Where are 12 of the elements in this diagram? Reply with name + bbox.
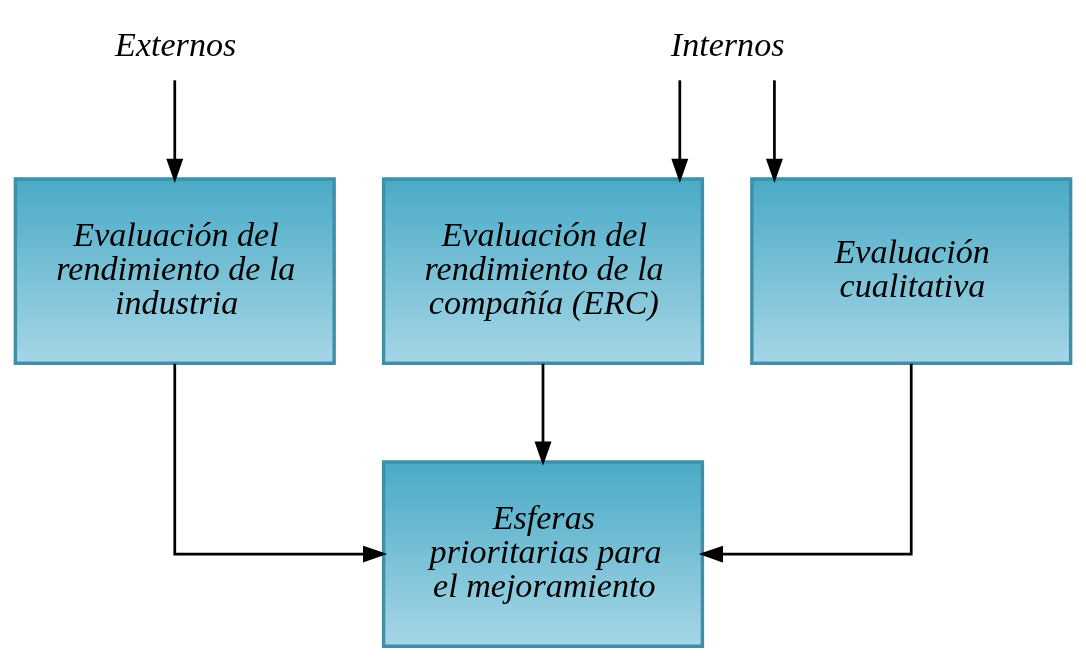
arrow [765,79,783,183]
arrow [671,79,689,183]
node-box: Evaluación cualitativa [750,176,1073,365]
arrow [698,363,913,563]
arrow [166,79,184,183]
node-text: Externos [115,25,237,63]
node-box: Evaluación del rendimiento de la compañía (ERC) [381,176,705,365]
node-box: Evaluación del rendimiento de la industria [13,176,336,365]
arrow [173,363,388,563]
node-text: Internos [670,25,785,63]
arrow [534,363,552,466]
node-box: Esferas prioritarias para el mejoramiento [381,459,705,648]
